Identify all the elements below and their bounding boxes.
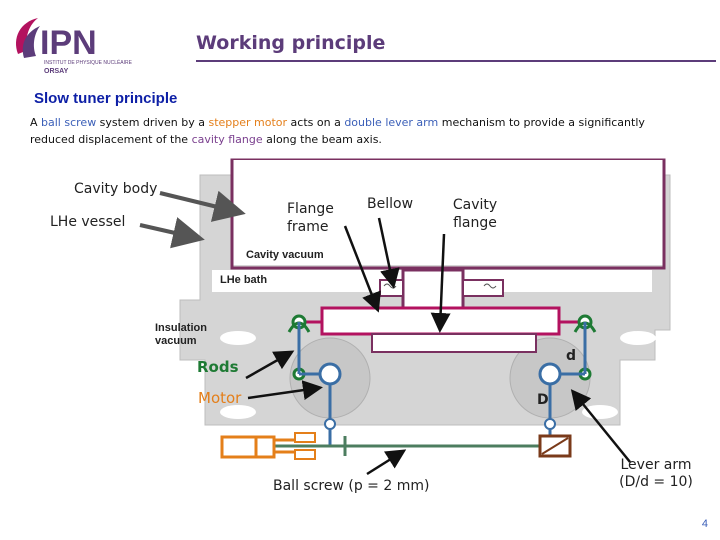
ipn-logo: IPN INSTITUT DE PHYSIQUE NUCLÉAIRE ORSAY: [16, 18, 133, 75]
label-insulation-vacuum: Insulation vacuum: [155, 322, 207, 347]
label-lhe-bath: LHe bath: [220, 274, 268, 286]
cavity-flange-term: cavity flange: [191, 133, 263, 146]
title-rule: [196, 60, 716, 62]
label-d-small: d: [566, 348, 577, 364]
double-lever-term: double lever arm: [344, 116, 439, 129]
stepper-motor-term: stepper motor: [208, 116, 288, 129]
label-flange-frame: Flange frame: [287, 201, 334, 235]
label-cavity-flange: Cavity flange: [452, 197, 498, 231]
section-subtitle: Slow tuner principle: [34, 90, 178, 107]
cavity-body: [232, 160, 664, 265]
label-ball-screw: Ball screw (p = 2 mm): [273, 478, 430, 494]
label-d-large: D: [537, 392, 549, 408]
intro-paragraph: A ball screw system driven by a stepper …: [30, 116, 645, 146]
label-cavity-vacuum: Cavity vacuum: [246, 249, 324, 261]
logo-letters: IPN: [40, 24, 97, 62]
motor-body: [220, 435, 258, 459]
page-title: Working principle: [196, 32, 386, 54]
label-lever-arm: Lever arm (D/d = 10): [619, 457, 693, 490]
label-rods: Rods: [197, 358, 239, 376]
page-number: 4: [701, 518, 708, 530]
ball-screw-term: ball screw: [41, 116, 97, 129]
label-motor: Motor: [198, 389, 242, 407]
label-bellow: Bellow: [367, 196, 414, 212]
logo-line1: INSTITUT DE PHYSIQUE NUCLÉAIRE: [44, 59, 133, 66]
label-lhe-vessel: LHe vessel: [50, 214, 126, 230]
label-cavity-body: Cavity body: [74, 181, 158, 197]
logo-line2: ORSAY: [44, 68, 69, 75]
